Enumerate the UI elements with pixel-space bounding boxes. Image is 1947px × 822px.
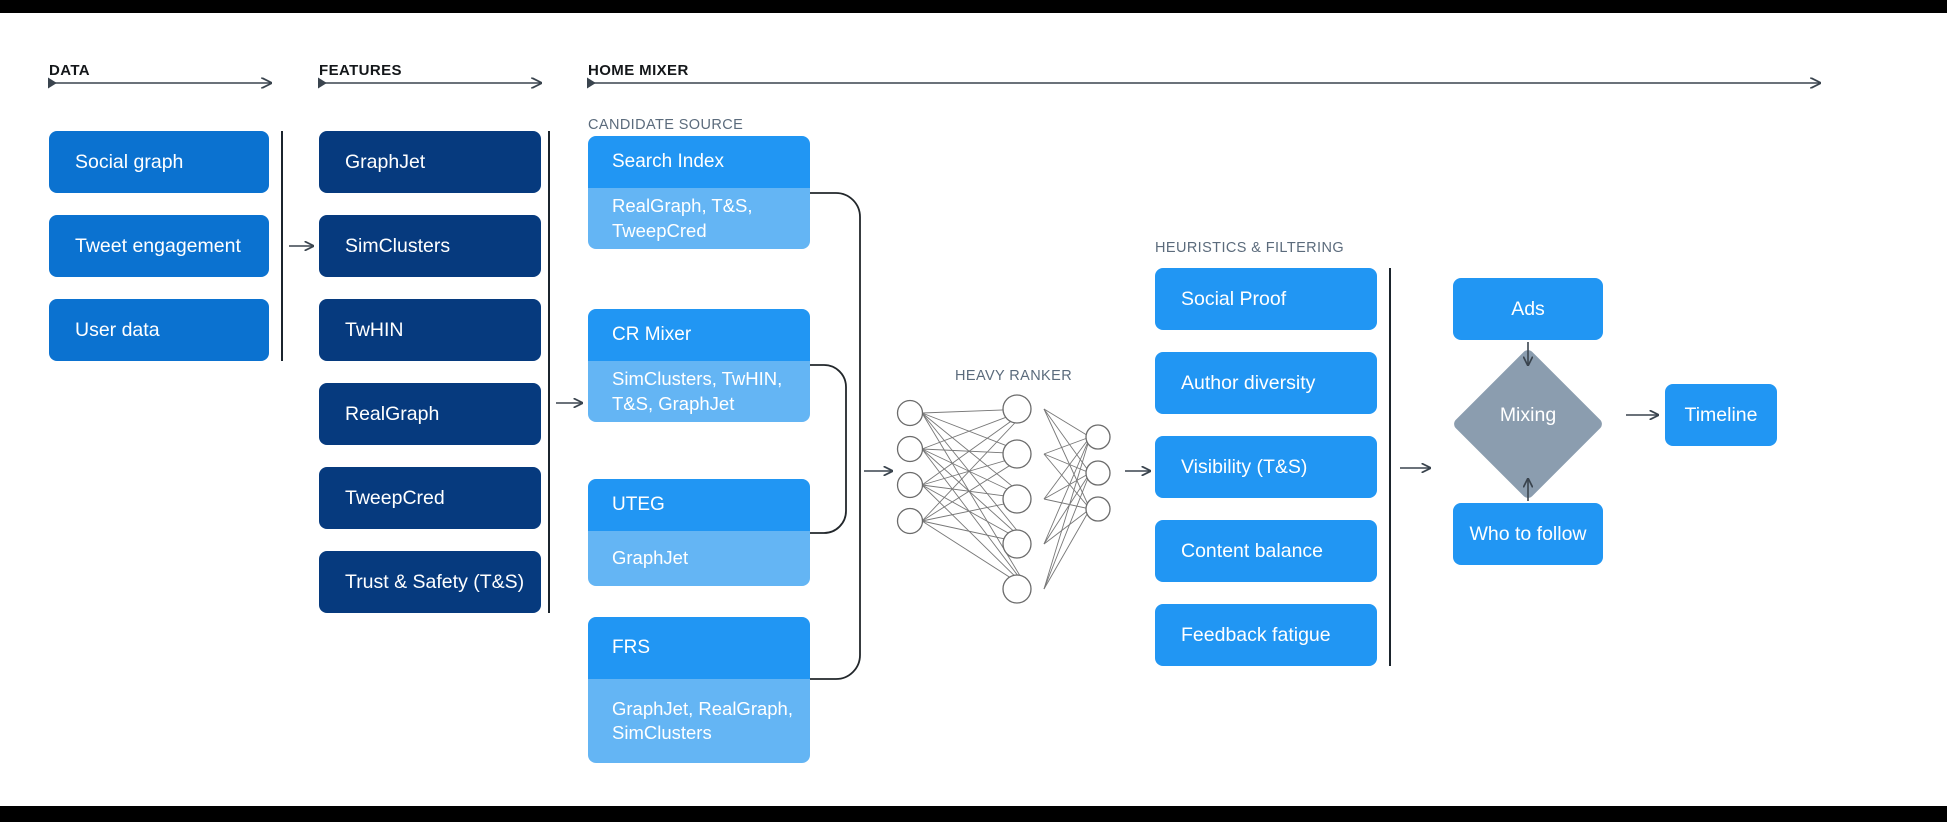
candidate-source-card-uteg[interactable]: UTEG GraphJet (588, 479, 810, 586)
candidate-source-name: CR Mixer (588, 309, 810, 361)
heuristic-box-label: Feedback fatigue (1181, 623, 1331, 646)
heuristic-box-label: Social Proof (1181, 287, 1287, 310)
feature-box-trust-and-safety[interactable]: Trust & Safety (T&S) (319, 551, 541, 613)
candidate-source-detail: GraphJet (588, 531, 810, 586)
network-nodes-input (896, 399, 924, 535)
diagram-canvas: DATA FEATURES HOME MIXER CANDIDATE SOURC… (0, 13, 1947, 806)
heuristic-box-content-balance[interactable]: Content balance (1155, 520, 1377, 582)
bracket-uteg (810, 447, 847, 534)
subsection-title-heavy-ranker: HEAVY RANKER (955, 368, 1073, 384)
feature-box-label: SimClusters (345, 234, 451, 257)
feature-box-tweepcred[interactable]: TweepCred (319, 467, 541, 529)
bottom-letterbox-bar (0, 806, 1947, 822)
heuristic-box-feedback-fatigue[interactable]: Feedback fatigue (1155, 604, 1377, 666)
data-box-label: User data (75, 318, 160, 341)
data-box-social-graph[interactable]: Social graph (49, 131, 269, 193)
heuristic-box-visibility[interactable]: Visibility (T&S) (1155, 436, 1377, 498)
bracket-search-index (810, 192, 861, 447)
feature-box-label: GraphJet (345, 150, 426, 173)
feature-box-label: Trust & Safety (T&S) (345, 570, 525, 593)
subsection-title-candidate-source: CANDIDATE SOURCE (588, 117, 744, 133)
feature-box-label: TweepCred (345, 486, 445, 509)
feature-box-graphjet[interactable]: GraphJet (319, 131, 541, 193)
candidate-source-detail: GraphJet, RealGraph, SimClusters (588, 679, 810, 763)
candidate-source-detail: SimClusters, TwHIN, T&S, GraphJet (588, 361, 810, 422)
candidate-source-card-cr-mixer[interactable]: CR Mixer SimClusters, TwHIN, T&S, GraphJ… (588, 309, 810, 422)
divider-heuristics-output (1389, 268, 1391, 666)
subsection-title-heuristics: HEURISTICS & FILTERING (1155, 240, 1344, 256)
divider-features-homemixer (548, 131, 550, 613)
output-box-label: Ads (1511, 297, 1545, 320)
candidate-source-name: FRS (588, 617, 810, 679)
bracket-frs (810, 447, 861, 680)
mixing-label: Mixing (1499, 403, 1557, 426)
output-box-label: Who to follow (1469, 522, 1587, 545)
bracket-cr-mixer (810, 364, 847, 447)
heuristic-box-author-diversity[interactable]: Author diversity (1155, 352, 1377, 414)
data-box-tweet-engagement[interactable]: Tweet engagement (49, 215, 269, 277)
candidate-source-card-frs[interactable]: FRS GraphJet, RealGraph, SimClusters (588, 617, 810, 763)
heuristic-box-label: Visibility (T&S) (1181, 455, 1308, 478)
candidate-source-card-search-index[interactable]: Search Index RealGraph, T&S, TweepCred (588, 136, 810, 249)
feature-box-twhin[interactable]: TwHIN (319, 299, 541, 361)
feature-box-label: TwHIN (345, 318, 404, 341)
output-box-ads[interactable]: Ads (1453, 278, 1603, 340)
connector-overlay (0, 13, 1947, 680)
output-box-timeline[interactable]: Timeline (1665, 384, 1777, 446)
divider-data-features (281, 131, 283, 361)
data-box-user-data[interactable]: User data (49, 299, 269, 361)
data-box-label: Social graph (75, 150, 184, 173)
feature-box-realgraph[interactable]: RealGraph (319, 383, 541, 445)
feature-box-simclusters[interactable]: SimClusters (319, 215, 541, 277)
feature-box-label: RealGraph (345, 402, 440, 425)
network-nodes-hidden (1002, 394, 1032, 604)
candidate-source-name: Search Index (588, 136, 810, 188)
top-letterbox-bar (0, 0, 1947, 13)
section-title-features: FEATURES (319, 62, 402, 79)
network-edges-input-hidden (921, 408, 1029, 590)
heuristic-box-label: Content balance (1181, 539, 1324, 562)
heuristic-box-social-proof[interactable]: Social Proof (1155, 268, 1377, 330)
output-box-who-to-follow[interactable]: Who to follow (1453, 503, 1603, 565)
output-box-label: Timeline (1684, 403, 1758, 426)
candidate-source-name: UTEG (588, 479, 810, 531)
candidate-source-detail: RealGraph, T&S, TweepCred (588, 188, 810, 249)
section-title-home-mixer: HOME MIXER (588, 62, 689, 79)
network-nodes-output (1085, 424, 1111, 522)
heuristic-box-label: Author diversity (1181, 371, 1316, 394)
data-box-label: Tweet engagement (75, 234, 241, 257)
heavy-ranker-network (896, 394, 1111, 604)
network-edges-hidden-output (1043, 408, 1091, 590)
section-title-data: DATA (49, 62, 91, 79)
